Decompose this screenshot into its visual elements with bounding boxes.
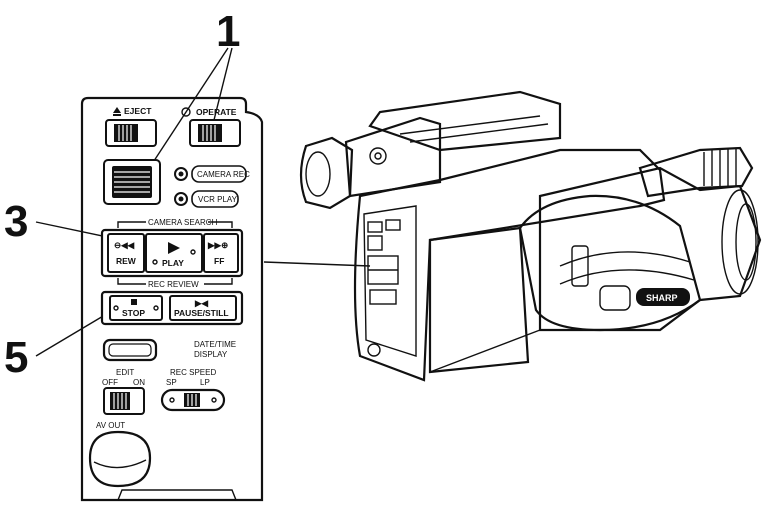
ff-icon: ▶▶⊕ — [207, 240, 228, 250]
rec-review-label: REC REVIEW — [148, 280, 199, 289]
operate-indicator-icon — [181, 107, 191, 117]
rec-start-button[interactable] — [103, 159, 161, 205]
av-out-jack-cover[interactable] — [88, 430, 152, 488]
vcr-play-label: VCR PLAY — [198, 195, 238, 204]
camera-rec-indicator: CAMERA REC — [174, 165, 250, 183]
eject-icon — [113, 107, 121, 113]
stop-label: STOP — [122, 308, 145, 318]
ff-button[interactable]: ▶▶⊕ FF — [203, 233, 239, 273]
display-label: DISPLAY — [194, 350, 228, 359]
rec-speed-sp-label: SP — [166, 378, 177, 387]
date-time-label: DATE/TIME — [194, 340, 236, 349]
microphone — [638, 146, 754, 198]
rec-review-bracket: REC REVIEW — [117, 278, 233, 289]
rew-icon: ⊖◀◀ — [114, 240, 136, 250]
pause-still-label: PAUSE/STILL — [174, 308, 229, 318]
callout-1: 1 — [216, 7, 240, 56]
stop-button[interactable]: STOP — [109, 295, 163, 321]
pause-still-button[interactable]: ▶◀ PAUSE/STILL — [169, 295, 237, 321]
edit-label: EDIT — [116, 368, 134, 377]
eject-slider[interactable] — [105, 119, 157, 147]
camera-search-bracket: CAMERA SEARCH — [117, 218, 233, 228]
edit-switch[interactable] — [103, 387, 145, 415]
eject-label: EJECT — [124, 106, 152, 116]
camera-search-label: CAMERA SEARCH — [148, 218, 218, 227]
rec-speed-label: REC SPEED — [170, 368, 216, 377]
stop-icon — [131, 299, 137, 305]
play-button[interactable]: PLAY — [145, 233, 203, 273]
eject-label-group: EJECT — [113, 106, 152, 116]
control-panel — [80, 96, 264, 502]
vcr-play-indicator: VCR PLAY — [174, 190, 239, 208]
play-icon — [168, 242, 180, 254]
rec-speed-switch[interactable] — [160, 388, 226, 412]
av-out-label: AV OUT — [96, 421, 125, 430]
play-label: PLAY — [162, 258, 184, 268]
hand-strap — [518, 194, 702, 332]
callout-5: 5 — [4, 333, 28, 382]
operate-slider[interactable] — [189, 119, 241, 147]
sharp-brand-label: SHARP — [646, 293, 678, 303]
operate-label: OPERATE — [196, 107, 237, 117]
viewfinder-eyecup — [299, 136, 354, 210]
edit-on-label: ON — [133, 378, 145, 387]
lens-ring — [721, 189, 759, 295]
ff-label: FF — [214, 256, 224, 266]
rew-label: REW — [116, 256, 137, 266]
camera-rec-label: CAMERA REC — [197, 170, 250, 179]
callout-3: 3 — [4, 197, 28, 246]
camcorder-illustration: SHARP — [299, 90, 762, 382]
date-time-display-button[interactable] — [102, 338, 158, 362]
pause-still-icon: ▶◀ — [194, 298, 210, 308]
rew-button[interactable]: ⊖◀◀ REW — [107, 233, 145, 273]
edit-off-label: OFF — [102, 378, 118, 387]
rec-speed-lp-label: LP — [200, 378, 210, 387]
